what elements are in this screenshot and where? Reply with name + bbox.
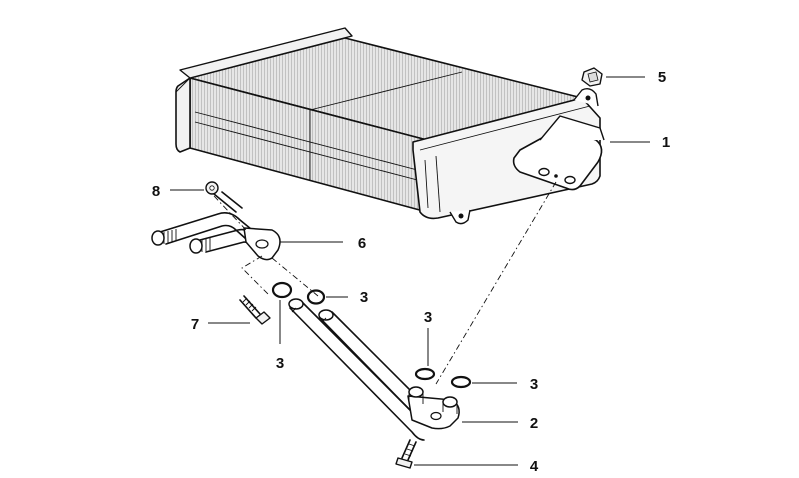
callout-3-upper-left: 3 — [276, 355, 284, 372]
callout-2: 2 — [530, 415, 538, 432]
callout-8: 8 — [152, 183, 160, 200]
heater-core — [175, 27, 605, 225]
callout-3-upper-right: 3 — [360, 289, 368, 306]
o-rings — [271, 281, 472, 389]
grommet — [205, 181, 219, 195]
callout-3-lower-right: 3 — [530, 376, 538, 393]
callout-7: 7 — [191, 316, 199, 333]
screw-upper — [239, 295, 271, 325]
heater-pipe-assembly — [288, 298, 460, 441]
callout-1: 1 — [662, 134, 670, 151]
screw-lower — [395, 439, 417, 469]
callout-labels: 5 1 8 6 3 3 7 3 3 2 4 — [152, 69, 670, 475]
alignment-lines — [213, 181, 557, 385]
callout-6: 6 — [358, 235, 366, 252]
callout-3-lower-top: 3 — [424, 309, 432, 326]
connecting-pipe-set — [151, 191, 281, 261]
leader-lines — [170, 76, 650, 466]
clip-nut — [581, 67, 603, 87]
callout-5: 5 — [658, 69, 666, 86]
callout-4: 4 — [530, 458, 539, 473]
